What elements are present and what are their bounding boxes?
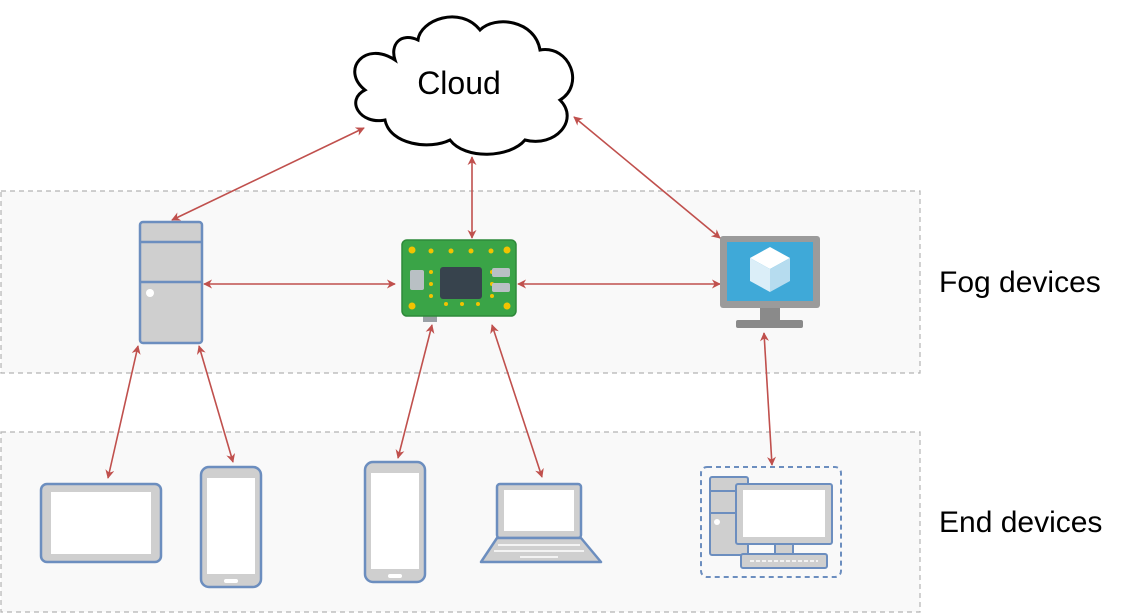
desktop-computer-icon <box>709 476 833 569</box>
fog-tier-label: Fog devices <box>939 266 1101 299</box>
circuit-board-icon <box>401 239 517 322</box>
laptop-icon <box>479 482 603 564</box>
arrow-server-tablet <box>105 345 141 479</box>
end-device-laptop[interactable] <box>479 482 603 564</box>
arrow-board-phone2 <box>395 324 435 459</box>
desktop-group-border <box>700 466 842 578</box>
tablet-icon <box>39 482 163 564</box>
smartphone-icon <box>199 465 263 589</box>
smartphone-icon <box>363 460 427 584</box>
fog-device-board[interactable] <box>401 239 517 322</box>
connections <box>105 116 777 479</box>
fog-device-vm-monitor[interactable] <box>720 236 820 328</box>
arrow-server-phone1 <box>196 345 236 463</box>
server-tower-icon <box>138 220 204 345</box>
arrow-board-laptop <box>490 324 544 478</box>
arrow-vm-desktop <box>759 332 777 466</box>
fog-device-server[interactable] <box>138 220 204 345</box>
cloud-node[interactable]: Cloud <box>353 15 575 156</box>
end-device-phone-2[interactable] <box>363 460 427 584</box>
end-device-tablet[interactable] <box>39 482 163 564</box>
cloud-icon <box>353 15 575 156</box>
arrow-cloud-vm <box>573 116 721 239</box>
end-device-desktop[interactable] <box>700 466 842 578</box>
cloud-label: Cloud <box>417 65 501 101</box>
arrow-cloud-server <box>171 127 365 221</box>
end-device-phone-1[interactable] <box>199 465 263 589</box>
virtual-machine-monitor-icon <box>720 236 820 328</box>
end-tier-label: End devices <box>939 506 1103 539</box>
